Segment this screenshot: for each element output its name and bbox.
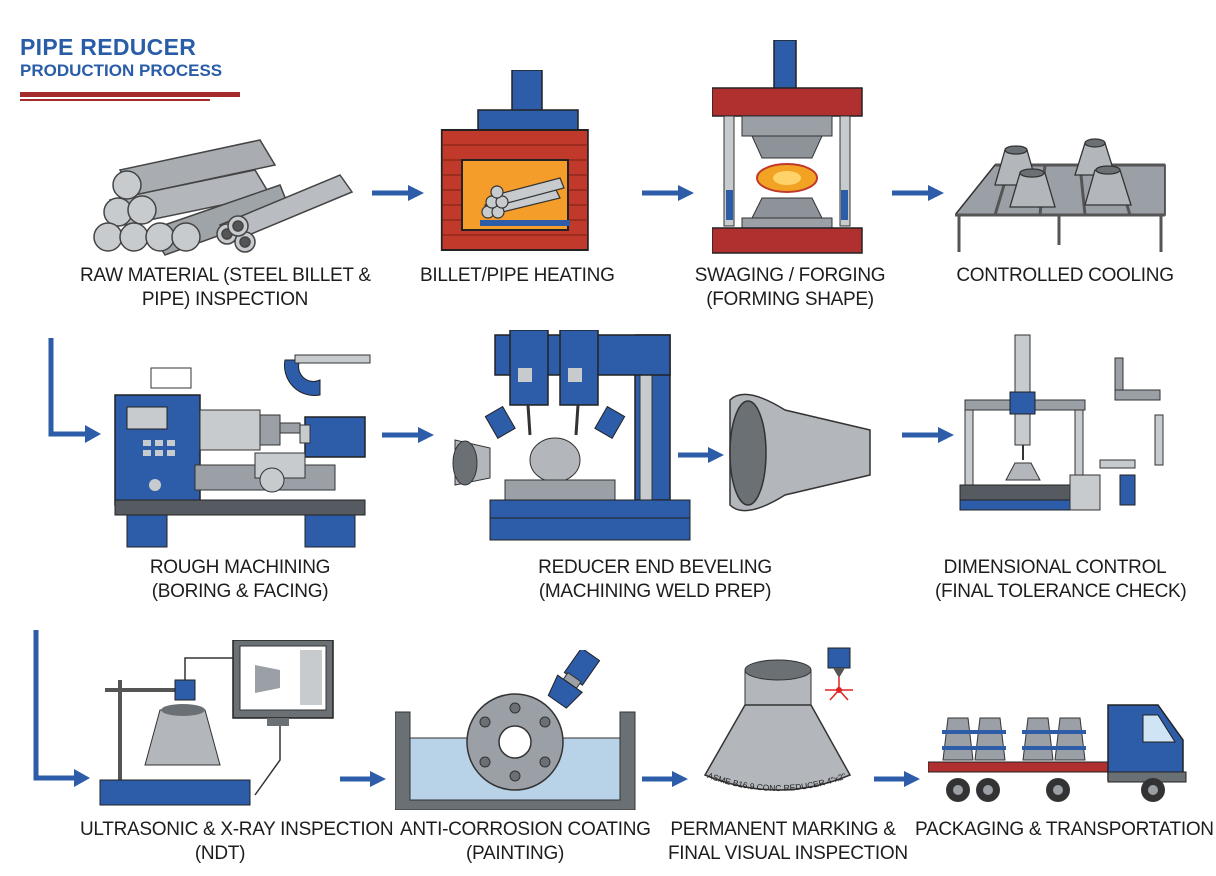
step-raw-material-illustration bbox=[90, 130, 360, 260]
step-dimensional-control-label: DIMENSIONAL CONTROL(FINAL TOLERANCE CHEC… bbox=[935, 557, 1187, 602]
arrow-right-icon bbox=[874, 771, 920, 787]
header-underline-thin bbox=[20, 99, 210, 101]
step-ndt-illustration bbox=[95, 640, 355, 810]
step-transport-illustration bbox=[928, 700, 1190, 810]
page-subtitle: PRODUCTION PROCESS bbox=[20, 61, 223, 80]
arrow-right-icon bbox=[340, 771, 386, 787]
page-header: PIPE REDUCER PRODUCTION PROCESS bbox=[20, 34, 222, 82]
step-dimensional-control-illustration bbox=[955, 330, 1185, 545]
arrow-right-icon bbox=[642, 185, 694, 201]
arrow-right-icon bbox=[642, 771, 688, 787]
page-title: PIPE REDUCER bbox=[20, 34, 197, 60]
step-rough-machining-illustration bbox=[105, 345, 375, 550]
step-marking-illustration: ASME B16.9 CONC REDUCER 4"x2" SCH 40 - W… bbox=[700, 645, 870, 810]
step-beveling-label: REDUCER END BEVELING(MACHINING WELD PREP… bbox=[538, 557, 772, 602]
step-beveling-illustration bbox=[450, 330, 875, 545]
arrow-right-icon bbox=[902, 427, 954, 443]
step-ndt-label: ULTRASONIC & X-RAY INSPECTION(NDT) bbox=[80, 819, 394, 864]
step-forging-label: SWAGING / FORGING(FORMING SHAPE) bbox=[694, 265, 886, 310]
step-heating-illustration bbox=[440, 70, 590, 255]
step-coating-illustration bbox=[395, 650, 640, 810]
step-cooling-label: CONTROLLED COOLING bbox=[956, 265, 1174, 286]
header-underline bbox=[20, 92, 240, 97]
arrow-right-icon bbox=[892, 185, 944, 201]
step-coating-label: ANTI-CORROSION COATING(PAINTING) bbox=[400, 819, 651, 864]
step-forging-illustration bbox=[712, 40, 867, 255]
step-cooling-illustration bbox=[955, 135, 1170, 255]
arrow-right-icon bbox=[678, 447, 724, 463]
arrow-right-icon bbox=[382, 427, 434, 443]
step-rough-machining-label: ROUGH MACHINING(BORING & FACING) bbox=[149, 557, 331, 602]
step-heating-label: BILLET/PIPE HEATING bbox=[420, 265, 615, 286]
arrow-right-icon bbox=[372, 185, 424, 201]
arrow-return-icon bbox=[33, 630, 90, 787]
step-raw-material-label: RAW MATERIAL (STEEL BILLET &PIPE) INSPEC… bbox=[80, 265, 371, 310]
arrow-return-icon bbox=[48, 338, 101, 443]
step-transport-label: PACKAGING & TRANSPORTATION bbox=[915, 819, 1214, 840]
step-marking-label: PERMANENT MARKING &FINAL VISUAL INSPECTI… bbox=[668, 819, 908, 864]
